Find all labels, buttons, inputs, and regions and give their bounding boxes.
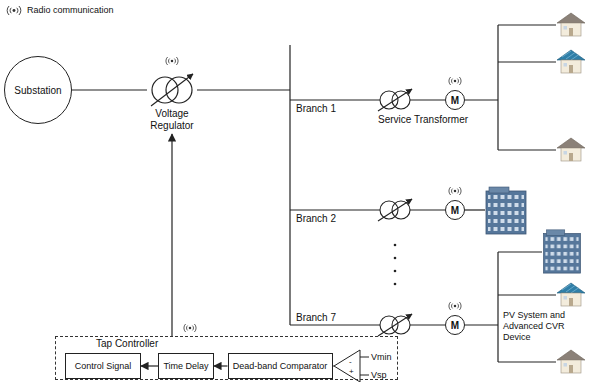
connector [72,89,147,90]
substation-circle: Substation [4,56,72,124]
building-icon [486,187,526,234]
device-note: PV System and Advanced CVR Device [503,310,589,343]
input-sign: - [349,356,352,368]
connector [171,134,172,336]
meter-circle: M [445,200,465,220]
meter-circle: M [445,315,465,335]
house-icon [557,13,585,36]
house-icon [557,350,585,373]
branch-label: Branch 1 [296,103,336,115]
comparator-symbol [330,350,369,382]
radio-icon [449,302,461,310]
box-label: Control Signal [75,361,132,371]
house-icon [557,138,585,161]
process-box: Dead-band Comparator [228,353,333,379]
process-box: Control Signal [65,353,141,379]
meter-label: M [451,95,459,106]
component-label: Service Transformer [378,114,468,126]
continuation-dots [394,244,397,286]
regulator-symbol [147,72,197,108]
voltage-regulator: Voltage Regulator [147,72,197,132]
branch-label: Branch 2 [296,213,336,225]
connector [141,365,158,366]
building-icon [544,230,581,273]
controller-group: Tap ControllerControl Signal Time Delay De… [55,336,398,380]
node-label: Substation [14,85,61,96]
input-sign: + [349,366,354,378]
radio-icon [449,77,461,85]
radio-icon [7,6,21,15]
legend-label: Radio communication [27,4,114,16]
connector [214,365,228,366]
radio-icon [184,324,196,332]
group-heading: Tap Controller [96,338,158,349]
box-label: Dead-band Comparator [233,361,328,371]
signal-name: Vmin [371,351,392,363]
pv-house-icon [557,283,585,306]
pv-house-icon [557,50,585,73]
signal-name: Vsp [371,369,387,381]
regulator-label: Voltage Regulator [141,108,203,132]
meter-label: M [451,205,459,216]
radio-icon [166,57,178,65]
service-transformers [378,89,412,336]
box-label: Time Delay [163,361,208,371]
process-box: Time Delay [158,353,214,379]
meter-circle: M [445,90,465,110]
radio-icon [449,187,461,195]
meter-label: M [451,320,459,331]
feeder-lines [197,25,556,362]
branch-label: Branch 7 [296,312,336,324]
